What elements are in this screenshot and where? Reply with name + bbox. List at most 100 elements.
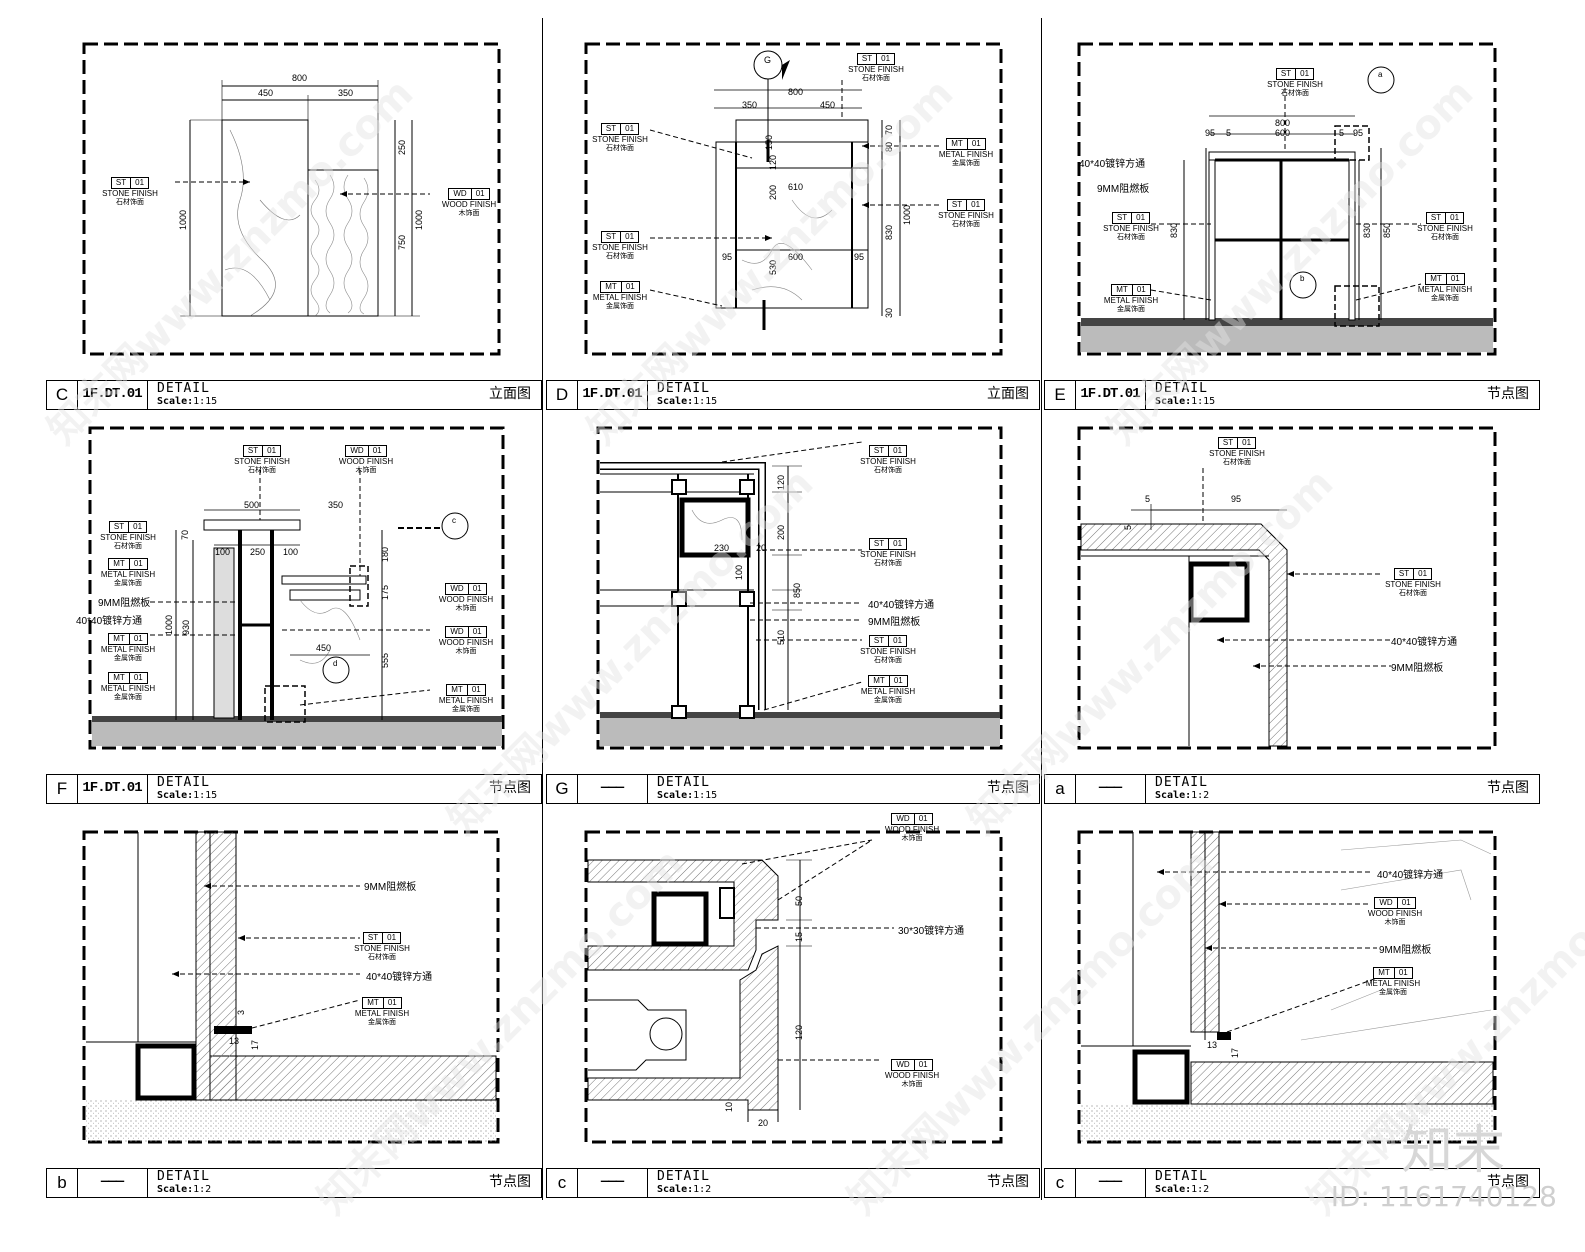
panel-letter: a [1045, 775, 1076, 803]
view-type: 节点图 [1487, 780, 1529, 796]
title-bar-panel-b: b ——— DETAIL Scale:1:2 节点图 [46, 1168, 542, 1198]
detail-label: DETAIL [1155, 1169, 1208, 1184]
panel-f-section: 500 350 100 250 100 450 70 1000 930 180 … [0, 400, 542, 772]
marker-b: b [1300, 274, 1305, 283]
dim-g-230: 230 [714, 543, 730, 553]
dim-f-450: 450 [316, 643, 332, 653]
scale-label: Scale:1:2 [1155, 1184, 1210, 1195]
dim-c-left: 450 [258, 88, 274, 98]
dim-f-250: 250 [250, 547, 266, 557]
title-bar-panel-a: a ——— DETAIL Scale:1:2 节点图 [1044, 774, 1540, 804]
note-tube40: 40*40镀锌方通 [76, 616, 143, 627]
dim-e-5a: 5 [1226, 128, 1232, 138]
note-tube40: 40*40镀锌方通 [1377, 870, 1444, 881]
panel-c-drawing [82, 42, 501, 356]
view-type: 节点图 [489, 780, 531, 796]
dim-d-120: 120 [768, 154, 778, 170]
view-type: 节点图 [1487, 386, 1529, 402]
note-tube40: 40*40镀锌方通 [1079, 159, 1146, 170]
view-type: 立面图 [987, 386, 1029, 402]
dim-a-5h: 5 [1145, 494, 1151, 504]
dim-c-h1: 1000 [178, 209, 188, 230]
dim-c2-17: 17 [1230, 1047, 1240, 1058]
dim-d-150: 150 [764, 134, 774, 150]
dim-c-h4: 1000 [414, 209, 424, 230]
dim-g-100: 100 [734, 564, 744, 580]
dim-c-h2: 250 [397, 139, 407, 155]
title-bar-panel-c1: c ——— DETAIL Scale:1:2 节点图 [546, 1168, 1040, 1198]
dim-e-95a: 95 [1205, 128, 1216, 138]
dim-f-930: 930 [181, 619, 191, 635]
dim-e-600: 600 [1275, 128, 1291, 138]
title-bar-panel-d: D 1F.DT.01 DETAIL Scale:1:15 立面图 [546, 380, 1040, 410]
dim-g-200: 200 [776, 524, 786, 540]
column-divider [1041, 18, 1042, 1200]
dim-d-70: 70 [884, 124, 894, 135]
detail-label: DETAIL [657, 775, 710, 790]
detail-label: DETAIL [157, 1169, 210, 1184]
detail-label: DETAIL [157, 381, 210, 396]
dim-f-350: 350 [328, 500, 344, 510]
detail-label: DETAIL [657, 1169, 710, 1184]
dim-d-450: 450 [820, 100, 836, 110]
dim-e-5b: 5 [1339, 128, 1345, 138]
panel-b-drawing [82, 830, 500, 1144]
panel-a-drawing [1077, 426, 1497, 750]
note-board9: 9MM阻燃板 [1379, 945, 1432, 956]
detail-label: DETAIL [157, 775, 210, 790]
dim-d-95b: 95 [854, 252, 865, 262]
drawing-ref: 1F.DT.01 [577, 381, 648, 409]
panel-letter: E [1045, 381, 1076, 409]
panel-d-drawing [584, 42, 1003, 356]
drawing-ref: ——— [1075, 775, 1146, 803]
brand-watermark: 知末 [1400, 1121, 1505, 1181]
dim-d-80: 80 [884, 141, 894, 152]
dim-d-600: 600 [788, 252, 804, 262]
detail-label: DETAIL [1155, 381, 1208, 396]
note-board9: 9MM阻燃板 [364, 882, 417, 893]
title-bar-panel-c2: c ——— DETAIL Scale:1:2 节点图 [1044, 1168, 1540, 1198]
dim-d-1000: 1000 [902, 204, 912, 225]
title-bar-panel-g: G ——— DETAIL Scale:1:15 节点图 [546, 774, 1040, 804]
dim-b-13: 13 [229, 1036, 240, 1046]
panel-letter: D [547, 381, 578, 409]
dim-d-30: 30 [884, 307, 894, 318]
scale-label: Scale:1:15 [657, 790, 718, 801]
dim-f-1000: 1000 [164, 614, 174, 635]
note-board9: 9MM阻燃板 [98, 598, 151, 609]
dim-d-95a: 95 [722, 252, 733, 262]
note-tube30: 30*30镀锌方通 [898, 926, 965, 937]
marker-c: c [452, 516, 456, 525]
marker-a: a [1378, 70, 1383, 79]
dim-c1-50: 50 [794, 895, 804, 906]
dim-f-180: 180 [380, 546, 390, 562]
marker-g: G [764, 55, 772, 65]
panel-e-drawing [1077, 42, 1497, 356]
dim-f-175: 175 [380, 584, 390, 600]
view-type: 节点图 [987, 1174, 1029, 1190]
marker-d: d [333, 659, 338, 668]
view-type: 立面图 [489, 386, 531, 402]
panel-g-drawing [596, 426, 1003, 750]
